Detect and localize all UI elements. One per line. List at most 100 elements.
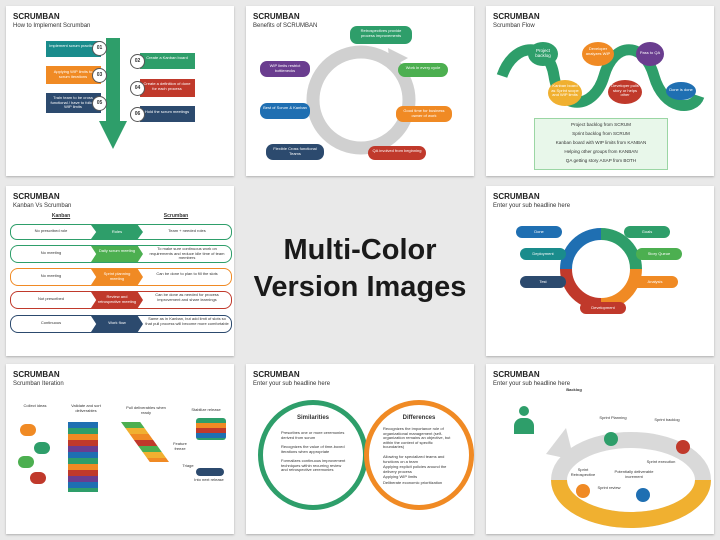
cycle-label: Potentially deliverable increment bbox=[614, 469, 654, 479]
step-number: 01 bbox=[92, 41, 107, 56]
person-icon bbox=[514, 406, 534, 434]
cycle-item: Done bbox=[516, 226, 562, 238]
idea-bubble bbox=[34, 442, 50, 454]
cycle-label: Sprint Planning bbox=[599, 415, 627, 420]
triage-bar bbox=[196, 468, 224, 476]
step-number: 04 bbox=[130, 81, 145, 96]
slide-title: SCRUMBAN bbox=[13, 192, 60, 201]
stage-label: Triage bbox=[182, 463, 194, 468]
compare-row: Continuous Work flow Same as in Kanban, … bbox=[10, 315, 232, 333]
benefit-item: Work in every cycle bbox=[398, 63, 448, 77]
slide-title: SCRUMBAN bbox=[493, 12, 540, 21]
stage-label: Collect ideas bbox=[23, 403, 47, 408]
cycle-item: Story Queue bbox=[636, 248, 682, 260]
flow-summary-box: Project backlog from SCRUM Sprint backlo… bbox=[534, 118, 668, 170]
compare-row: No meeting Sprint planning meeting Can b… bbox=[10, 268, 232, 286]
step-right-1: Create a Kanban board bbox=[140, 53, 195, 69]
compare-row: No meeting Daily scrum meeting To make s… bbox=[10, 245, 232, 263]
slide-subtitle: Benefits of SCRUMBAN bbox=[253, 23, 318, 29]
benefit-item: Flexible Cross functional Teams bbox=[266, 144, 324, 160]
slide-subtitle: Scrumban Iteration bbox=[13, 381, 64, 387]
cycle-ring bbox=[306, 45, 416, 155]
similarities-circle: Similarities Prescribes one or more cere… bbox=[258, 400, 368, 510]
cycle-item: Goals bbox=[624, 226, 670, 238]
stage-label: Into next release bbox=[194, 477, 224, 482]
step-right-2: Create a definition of done for each pro… bbox=[140, 79, 195, 97]
cycle-label: Sprint review bbox=[597, 485, 621, 490]
cycle-label: Sprint execution bbox=[646, 459, 676, 464]
cycle-item: Test bbox=[520, 276, 566, 288]
arrow-base bbox=[99, 121, 127, 149]
stage-label: Feature freeze bbox=[173, 441, 187, 451]
differences-circle: Differences Recognizes the importance ro… bbox=[364, 400, 474, 510]
compare-row: No prescribed role Roles Team + needed r… bbox=[10, 224, 232, 240]
step-left-2: Applying WIP limits to scrum iterations bbox=[46, 66, 101, 84]
flow-node: Project backlog bbox=[528, 42, 558, 66]
stage-icon bbox=[676, 440, 690, 454]
central-spine bbox=[106, 38, 120, 126]
slide-title: SCRUMBAN bbox=[493, 370, 540, 379]
pull-stair bbox=[121, 422, 169, 462]
cycle-item: Analysis bbox=[632, 276, 678, 288]
headline-line-1: Multi-Color bbox=[283, 234, 437, 266]
slide-title: SCRUMBAN bbox=[13, 370, 60, 379]
slide-subtitle: Kanban Vs Scrumban bbox=[13, 203, 72, 209]
slide-flow[interactable]: SCRUMBAN Scrumban Flow Project backlog D… bbox=[486, 6, 714, 176]
stage-label: Stabilize release bbox=[191, 407, 221, 412]
slide-title: SCRUMBAN bbox=[13, 12, 60, 21]
idea-bubble bbox=[18, 456, 34, 468]
step-left-3: Train team to be cross functional / have… bbox=[46, 93, 101, 113]
idea-bubble bbox=[30, 472, 46, 484]
slide-subtitle: Scrumban Flow bbox=[493, 23, 535, 29]
benefit-item: Retrospectives provide process improveme… bbox=[350, 26, 412, 44]
sorting-stack bbox=[68, 422, 98, 492]
slide-subtitle: How to Implement Scrumban bbox=[13, 23, 91, 29]
slide-sprint-cycle[interactable]: SCRUMBAN Enter your sub headline here Ba… bbox=[486, 364, 714, 534]
stage-label: Pull deliverables when ready bbox=[126, 405, 166, 415]
slide-subtitle: Enter your sub headline here bbox=[253, 381, 331, 387]
flow-sub-node: Developer pulls story or helps other bbox=[608, 80, 642, 104]
flow-node: Done is done bbox=[666, 82, 696, 100]
slide-how-to-implement[interactable]: SCRUMBAN How to Implement Scrumban Imple… bbox=[6, 6, 234, 176]
cycle-item: Deployment bbox=[520, 248, 566, 260]
slide-iteration[interactable]: SCRUMBAN Scrumban Iteration Collect idea… bbox=[6, 364, 234, 534]
benefit-item: Best of Scrum & Kanban bbox=[260, 103, 310, 119]
slide-title: SCRUMBAN bbox=[253, 370, 300, 379]
benefit-item: QA involved from beginning bbox=[368, 146, 426, 160]
cycle-label: Sprint backlog bbox=[654, 417, 680, 422]
flow-node: Developer analyzes WIP bbox=[582, 42, 614, 66]
idea-bubble bbox=[20, 424, 36, 436]
flow-node: Pass to QA bbox=[636, 42, 664, 66]
cycle-label: Backlog bbox=[566, 387, 582, 392]
column-header-kanban: Kanban bbox=[51, 213, 71, 219]
step-right-3: Hold the scrum meetings bbox=[140, 106, 195, 122]
benefit-item: Good time for business owner of work bbox=[396, 106, 452, 122]
headline-line-2: Version Images bbox=[253, 271, 467, 303]
center-headline: Multi-Color Version Images bbox=[246, 232, 474, 306]
stage-icon bbox=[636, 488, 650, 502]
release-stack bbox=[196, 418, 226, 440]
slide-kanban-vs-scrumban[interactable]: SCRUMBAN Kanban Vs Scrumban Kanban Scrum… bbox=[6, 186, 234, 356]
cycle-item: Development bbox=[580, 302, 626, 314]
stage-icon bbox=[576, 484, 590, 498]
step-number: 06 bbox=[130, 107, 145, 122]
slide-process-cycle[interactable]: SCRUMBAN Enter your sub headline here Do… bbox=[486, 186, 714, 356]
step-left-1: Implement scrum practices bbox=[46, 41, 101, 57]
slide-subtitle: Enter your sub headline here bbox=[493, 203, 571, 209]
sprint-loop bbox=[546, 428, 711, 528]
cycle-label: Sprint Retrospective bbox=[570, 467, 596, 477]
stage-icon bbox=[604, 432, 618, 446]
slide-benefits[interactable]: SCRUMBAN Benefits of SCRUMBAN Retrospect… bbox=[246, 6, 474, 176]
slide-subtitle: Enter your sub headline here bbox=[493, 381, 571, 387]
slide-title: SCRUMBAN bbox=[493, 192, 540, 201]
stage-label: Validate and sort deliverables bbox=[71, 403, 101, 413]
slide-title: SCRUMBAN bbox=[253, 12, 300, 21]
flow-sub-node: Kanban board as Sprint scope and WIP lim… bbox=[548, 80, 582, 106]
compare-row: Not prescribed Review and retrospective … bbox=[10, 291, 232, 309]
slide-similarities-differences[interactable]: SCRUMBAN Enter your sub headline here Si… bbox=[246, 364, 474, 534]
step-number: 03 bbox=[92, 68, 107, 83]
step-number: 05 bbox=[92, 96, 107, 111]
step-number: 02 bbox=[130, 54, 145, 69]
benefit-item: WIP limits restrict bottlenecks bbox=[260, 61, 310, 77]
column-header-scrumban: Scrumban bbox=[163, 213, 189, 219]
